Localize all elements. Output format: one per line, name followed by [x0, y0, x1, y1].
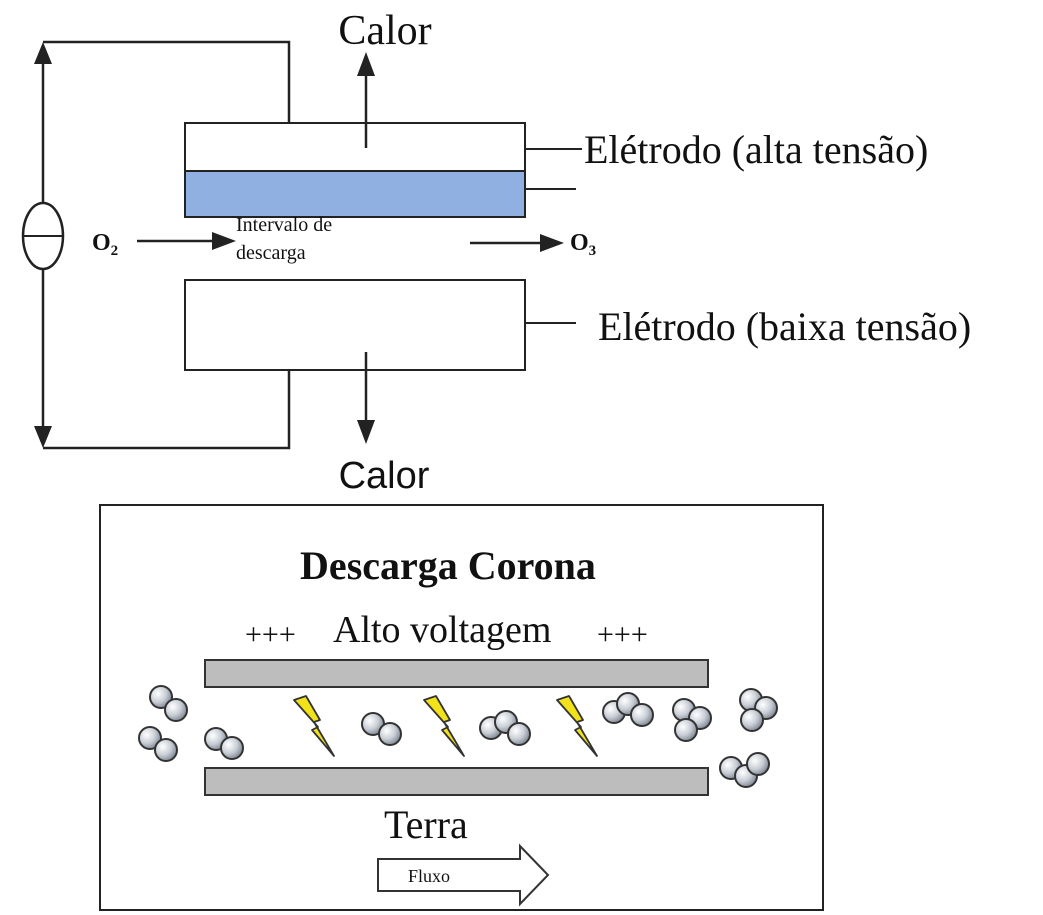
input-gas-symbol: O — [92, 230, 111, 256]
molecule-4 — [361, 712, 402, 746]
lightning-spark-1-icon — [293, 695, 335, 757]
heat-arrow-down-icon — [357, 420, 375, 444]
circuit-wire-bottom — [43, 370, 291, 450]
ground-label: Terra — [384, 802, 468, 847]
low-voltage-electrode — [184, 279, 526, 371]
input-gas-subscript: 2 — [111, 243, 119, 259]
plus-signs-left: +++ — [245, 618, 296, 651]
o2-arrow-icon — [212, 232, 236, 250]
heat-label-bottom: Calor — [339, 455, 430, 497]
heat-arrow-up-icon — [357, 52, 375, 76]
molecule-5 — [479, 710, 531, 746]
circuit-arrow-up-icon — [34, 42, 52, 64]
upper-plate — [204, 659, 709, 688]
electrode-high-label: Elétrodo (alta tensão) — [584, 127, 928, 172]
discharge-gap-label-line1: Intervalo de — [236, 214, 332, 236]
o3-arrow-icon — [540, 234, 564, 252]
molecule-2 — [138, 726, 178, 762]
heat-label-top: Calor — [338, 8, 431, 54]
lightning-spark-3-icon — [556, 695, 598, 757]
lightning-spark-2-icon — [423, 695, 465, 757]
ac-source-icon — [21, 201, 65, 271]
molecule-3 — [204, 727, 244, 760]
flow-label: Fluxo — [408, 866, 450, 886]
corona-discharge-panel: Descarga Corona +++ Alto voltagem +++ — [99, 504, 824, 911]
dielectric-layer — [184, 170, 526, 218]
circuit-arrow-down-icon — [34, 426, 52, 448]
molecule-1 — [149, 685, 188, 722]
top-diagram: Calor Elétrodo (alta tensão) Elétrodo (b… — [21, 8, 971, 497]
discharge-gap-label-line2: descarga — [236, 242, 306, 264]
output-gas-subscript: 3 — [589, 243, 597, 259]
corona-title: Descarga Corona — [300, 543, 596, 588]
molecule-7 — [672, 698, 712, 742]
high-voltage-label: Alto voltagem — [333, 609, 551, 651]
lower-plate — [204, 767, 709, 796]
output-gas-symbol: O — [570, 230, 589, 256]
molecule-8 — [739, 688, 778, 732]
plus-signs-right: +++ — [597, 618, 648, 651]
molecule-9 — [719, 752, 770, 788]
molecule-6 — [602, 692, 654, 727]
electrode-low-label: Elétrodo (baixa tensão) — [598, 304, 971, 349]
output-gas-label: O3 — [570, 230, 596, 259]
circuit-wire-top — [43, 40, 291, 123]
flow-arrow-icon — [377, 843, 550, 907]
input-gas-label: O2 — [92, 230, 118, 259]
high-voltage-electrode — [184, 122, 526, 172]
